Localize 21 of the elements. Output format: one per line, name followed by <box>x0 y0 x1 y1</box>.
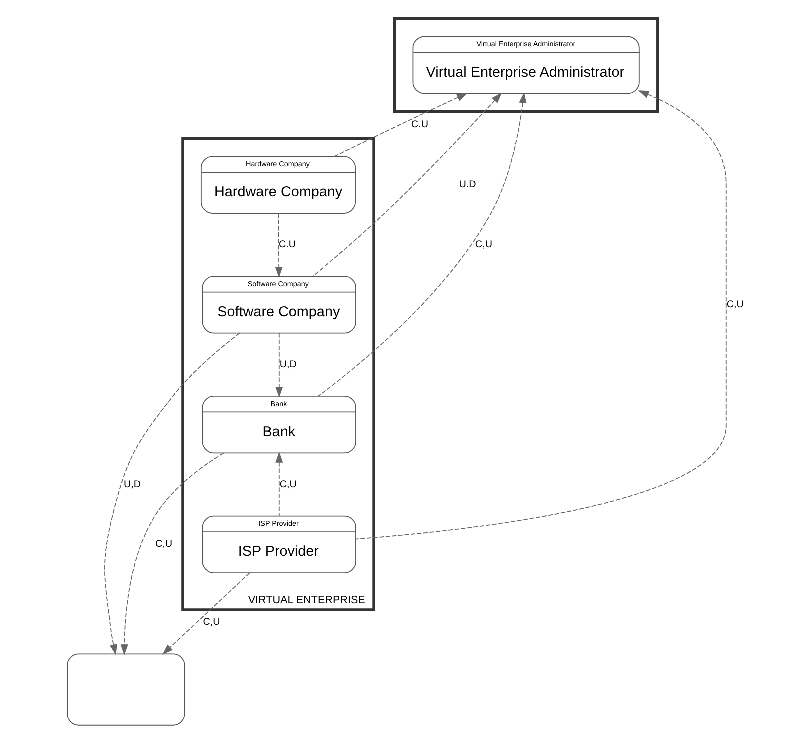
edge-label: C,U <box>726 299 744 310</box>
arrow <box>120 452 224 656</box>
arrow <box>318 92 526 397</box>
edge-label: U.D <box>458 180 476 191</box>
edge-label: U,D <box>279 359 296 370</box>
cluster <box>392 17 659 114</box>
arrow <box>104 332 240 656</box>
edge-label: C,U <box>279 479 296 490</box>
edge-label: C,U <box>474 240 492 251</box>
arrow <box>275 333 283 398</box>
edge-label: C,U <box>202 617 220 628</box>
arrow <box>355 90 726 540</box>
edge-label: C.U <box>278 240 296 251</box>
node-box <box>66 654 185 726</box>
edge-label: U,D <box>123 479 141 490</box>
arrow <box>312 92 502 277</box>
edge-label: C.U <box>410 120 428 131</box>
arrow <box>274 213 282 278</box>
arrow <box>162 572 250 655</box>
arrow <box>275 452 283 517</box>
edge-label: C,U <box>155 539 172 550</box>
